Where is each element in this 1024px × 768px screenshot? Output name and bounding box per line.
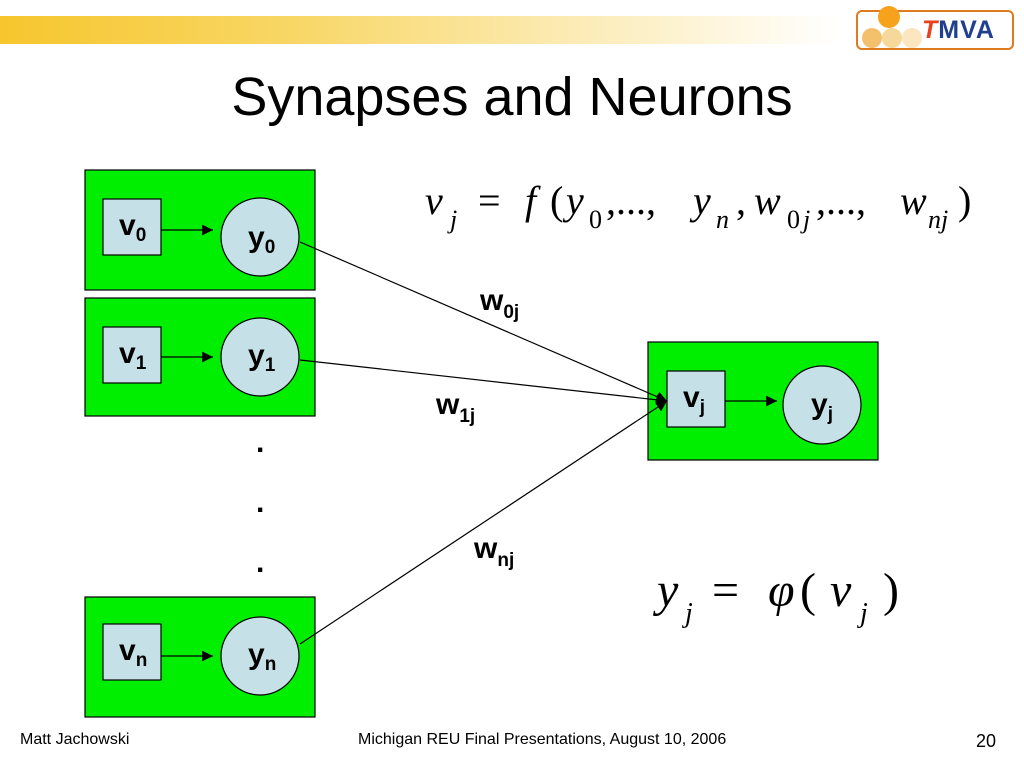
eq1-close-paren: ) — [958, 178, 971, 223]
eq1-sub-j: j — [800, 205, 810, 234]
logo-dot-icon — [882, 28, 902, 48]
synapse-0j-arrow — [299, 241, 668, 402]
neuron-0-v-box — [102, 198, 162, 256]
eq1-comma: , — [736, 178, 746, 223]
neuron-1-v-label: v1 — [119, 337, 147, 374]
eq2-equals: = — [712, 564, 739, 617]
neuron-1-y-label: y1 — [248, 339, 276, 376]
eq2-v: v — [830, 564, 852, 617]
eq2-sub-j: j — [857, 598, 868, 629]
page-number: 20 — [976, 731, 997, 751]
synapse-1j-arrow — [299, 359, 668, 406]
eq2-y: y — [652, 564, 679, 617]
eq1-yn: y — [689, 178, 711, 223]
neuron-1: v1 y1 — [84, 297, 316, 417]
logo-dot-icon — [878, 6, 900, 28]
eq1-sub-nj: nj — [928, 205, 948, 234]
eq2-j: j — [682, 598, 693, 629]
neuron-0-y-node — [220, 197, 300, 277]
eq1-f: f — [525, 178, 541, 223]
footer-event: Michigan REU Final Presentations, August… — [358, 731, 727, 748]
logo-mva: MVA — [938, 16, 995, 44]
eq1-open-paren: ( — [550, 178, 563, 223]
ellipsis-dot: . — [256, 426, 264, 459]
equation-vj: v j = f ( y 0 ,..., y n , w 0 j ,..., w … — [425, 178, 971, 234]
ellipsis-dot: . — [256, 546, 264, 579]
neuron-j-y-label: yj — [811, 388, 833, 425]
synapse-nj-arrow — [299, 400, 668, 645]
neuron-0: v0 y0 — [84, 169, 316, 291]
eq2-phi: φ — [768, 564, 795, 617]
footer-author: Matt Jachowski — [20, 731, 130, 748]
eq1-equals: = — [478, 178, 501, 223]
logo-text: TMVA — [922, 16, 995, 45]
logo-dot-icon — [902, 28, 922, 48]
neuron-n-y-label: yn — [248, 638, 276, 675]
logo-dot-icon — [862, 28, 882, 48]
title-accent-bar — [0, 16, 840, 44]
eq2-open-paren: ( — [800, 564, 816, 617]
logo-t: T — [922, 16, 939, 44]
weight-nj-label: wnj — [473, 532, 514, 571]
neuron-0-y-label: y0 — [248, 221, 275, 258]
neuron-0-v-label: v0 — [119, 209, 146, 246]
eq1-dots: ,..., — [606, 178, 656, 223]
neuron-1-y-node — [220, 317, 300, 397]
eq2-close-paren: ) — [883, 564, 899, 617]
neuron-j-v-box — [666, 370, 726, 428]
weight-0j-label: w0j — [479, 284, 519, 323]
neuron-n-v-box — [102, 623, 162, 681]
neuron-j: vj yj — [647, 341, 879, 461]
eq1-wnj: w — [900, 178, 927, 223]
eq1-sub-0j: 0 — [787, 205, 800, 234]
eq1-sub-n: n — [716, 205, 729, 234]
eq1-w0j: w — [754, 178, 781, 223]
eq1-y0: y — [562, 178, 584, 223]
ellipsis-dot: . — [256, 486, 264, 519]
eq1-v: v — [425, 178, 443, 223]
neuron-1-v-box — [102, 326, 162, 384]
neuron-j-y-node — [782, 365, 862, 445]
eq1-j: j — [447, 205, 457, 234]
tmva-logo: TMVA — [856, 6, 1014, 50]
eq1-dots-2: ,..., — [816, 178, 866, 223]
neuron-n: vn yn — [84, 596, 316, 718]
equation-yj: y j = φ ( v j ) — [652, 564, 899, 629]
neuron-j-v-label: vj — [683, 381, 705, 418]
slide-title: Synapses and Neurons — [231, 67, 793, 127]
eq1-sub-0: 0 — [589, 205, 602, 234]
neuron-n-v-label: vn — [119, 634, 147, 671]
neuron-n-y-node — [220, 616, 300, 696]
weight-1j-label: w1j — [435, 388, 475, 427]
